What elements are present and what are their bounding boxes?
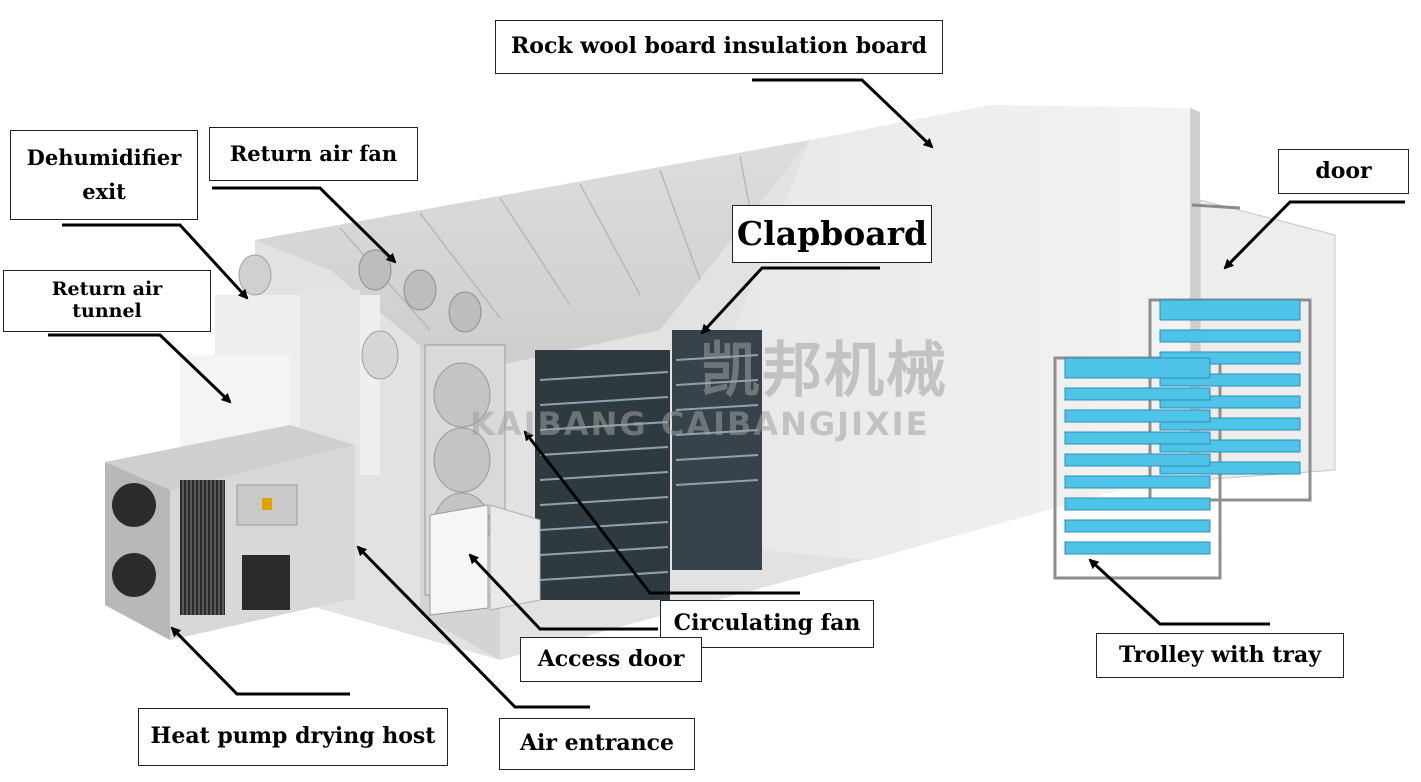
label-rock-wool-board: Rock wool board insulation board <box>495 20 943 74</box>
label-text: Rock wool board insulation board <box>511 33 927 60</box>
heat-pump-host <box>105 425 355 640</box>
trays <box>1064 299 1301 555</box>
label-clapboard: Clapboard <box>732 205 932 263</box>
return-fan-row <box>358 249 482 333</box>
label-text-line1: Return air <box>51 278 163 301</box>
label-dehumidifier-exit: Dehumidifier exit <box>10 130 198 220</box>
label-text-line2: tunnel <box>72 300 142 322</box>
watermark-en: KAIBANG CAIBANGJIXIE <box>470 405 930 443</box>
label-return-air-fan: Return air fan <box>209 127 418 181</box>
label-trolley-with-tray: Trolley with tray <box>1096 633 1344 678</box>
label-heat-pump-host: Heat pump drying host <box>138 708 448 766</box>
label-door: door <box>1278 149 1409 194</box>
access-door-panel <box>429 504 489 616</box>
label-access-door: Access door <box>520 637 702 682</box>
leader-lines <box>48 78 1405 709</box>
watermark-cn: 凯邦机械 <box>700 336 948 406</box>
label-text: door <box>1315 157 1372 184</box>
label-text: Heat pump drying host <box>150 723 436 750</box>
label-text-line1: Dehumidifier <box>26 144 182 170</box>
label-text: Air entrance <box>519 730 675 757</box>
label-text-line2: exit <box>82 179 126 204</box>
label-text: Clapboard <box>736 214 928 254</box>
label-text: Return air fan <box>229 140 398 166</box>
label-text: Circulating fan <box>673 610 861 637</box>
label-air-entrance: Air entrance <box>499 718 695 770</box>
label-text: Trolley with tray <box>1118 641 1322 668</box>
label-text: Access door <box>537 645 685 672</box>
label-return-air-tunnel: Return air tunnel <box>3 270 211 332</box>
